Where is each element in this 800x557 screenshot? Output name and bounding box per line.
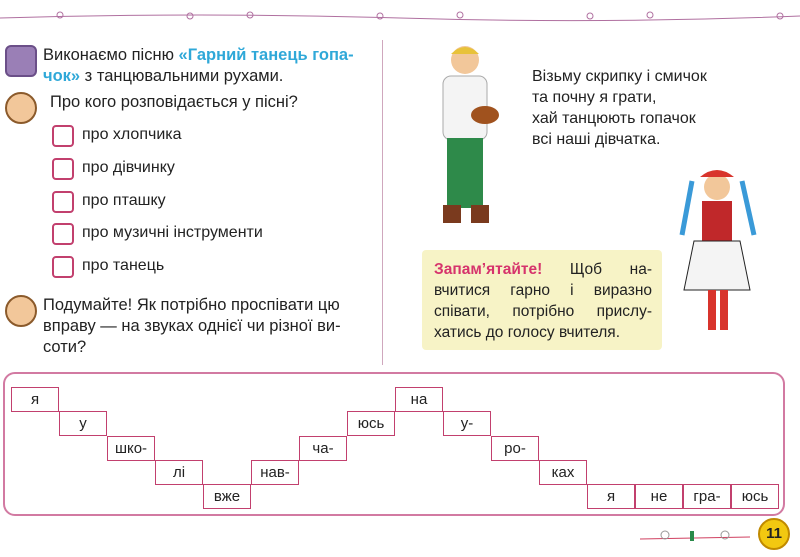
decorative-music-border — [0, 11, 800, 22]
melody-staircase-frame — [3, 372, 785, 516]
task-think: Подумайте! Як потрібно проспівати цю впр… — [43, 295, 341, 358]
boy-icon — [5, 92, 37, 124]
poem-line: всі наші дівчатка. — [532, 131, 661, 148]
boy-violinist-illustration — [442, 46, 499, 223]
option-checkbox[interactable] — [52, 223, 74, 245]
remember-box — [422, 250, 662, 350]
syllable-cell: я — [11, 387, 59, 412]
syllable-cell: юсь — [347, 411, 395, 437]
bird-icon — [5, 45, 37, 77]
option-label: про танець — [82, 257, 165, 274]
poem: Візьму скрипку і смичок та почну я грати… — [532, 66, 707, 150]
option-checkbox[interactable] — [52, 256, 74, 278]
task-line: Подумайте! Як потрібно проспівати цю — [43, 296, 340, 314]
option-checkbox[interactable] — [52, 191, 74, 213]
poem-line: Візьму скрипку і смичок — [532, 68, 707, 85]
syllable-cell: ках — [539, 459, 587, 485]
task-sing-song: Виконаємо пісню «Гарний танець гопа-чок»… — [43, 46, 354, 85]
page-number: 11 — [758, 518, 790, 550]
syllable-cell: ча- — [299, 435, 347, 461]
column-divider — [382, 40, 383, 365]
syllable-cell: я — [587, 484, 635, 510]
boy-icon — [5, 295, 37, 327]
option-label: про дівчинку — [82, 159, 175, 176]
option-checkbox[interactable] — [52, 125, 74, 147]
syllable-cell: нав- — [251, 459, 299, 485]
option-label: про хлопчика — [82, 126, 182, 143]
option-label: про музичні інструменти — [82, 224, 263, 241]
syllable-cell: ро- — [491, 435, 539, 461]
syllable-cell: у — [59, 411, 107, 437]
question-text: Про кого розповідається у пісні? — [50, 93, 298, 111]
girl-dancer-illustration — [679, 170, 757, 330]
syllable-cell: на — [395, 387, 443, 412]
syllable-cell: гра- — [683, 484, 731, 510]
syllable-cell: юсь — [731, 484, 779, 510]
option-label: про пташку — [82, 192, 166, 209]
syllable-cell: вже — [203, 484, 251, 510]
syllable-cell: у- — [443, 411, 491, 437]
poem-line: та почну я грати, — [532, 89, 657, 106]
remember-text: Запам’ятайте! Щоб на­вчитися гарно і вир… — [434, 261, 652, 341]
task-line: вправу — на звуках однієї чи різної ви- — [43, 317, 341, 335]
music-notes-decoration — [640, 530, 751, 541]
syllable-cell: шко- — [107, 435, 155, 461]
option-checkbox[interactable] — [52, 158, 74, 180]
poem-line: хай танцюють гопачок — [532, 110, 696, 127]
syllable-cell: не — [635, 484, 683, 510]
syllable-cell: лі — [155, 459, 203, 485]
task-line: соти? — [43, 338, 87, 356]
